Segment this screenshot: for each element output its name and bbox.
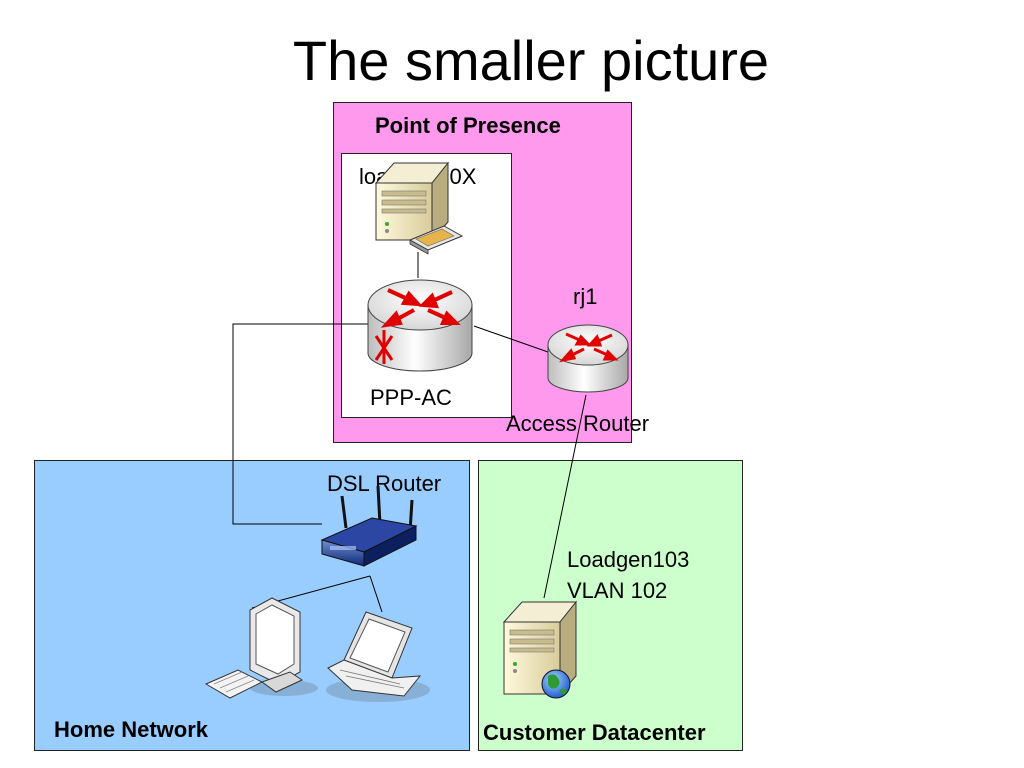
customer-datacenter-region: Customer Datacenter [478,460,743,751]
connection-lines [232,252,587,613]
slide-title: The smaller picture [292,29,770,92]
dsl-router-label: DSL Router [327,471,442,496]
vlan-label: VLAN 102 [567,578,668,603]
laptop-icon [326,611,430,702]
desktop-computer-icon [204,597,318,699]
loadgen103-web-server-icon [502,600,578,699]
link-rj1-to-loadgen103 [543,394,587,599]
loadgen-top-server-icon [374,161,464,255]
link-dsl-to-laptop [369,575,383,613]
ppp-ac-label: PPP-AC [370,385,452,410]
customer-datacenter-label: Customer Datacenter [483,720,706,745]
home-network-label: Home Network [54,717,209,742]
dsl-router-icon [320,485,418,567]
access-router-label: Access Router [506,411,650,436]
link-ppp-ac-to-dsl-router [232,323,370,525]
ppp-ac-router-icon [367,279,473,372]
point-of-presence-label: Point of Presence [375,113,561,138]
link-ppp-ac-to-rj1 [473,325,549,353]
loadgen103-label: Loadgen103 [567,547,690,572]
rj1-router-icon [547,324,629,393]
rj1-label: rj1 [573,284,598,309]
home-network-region: Home Network [34,460,470,751]
